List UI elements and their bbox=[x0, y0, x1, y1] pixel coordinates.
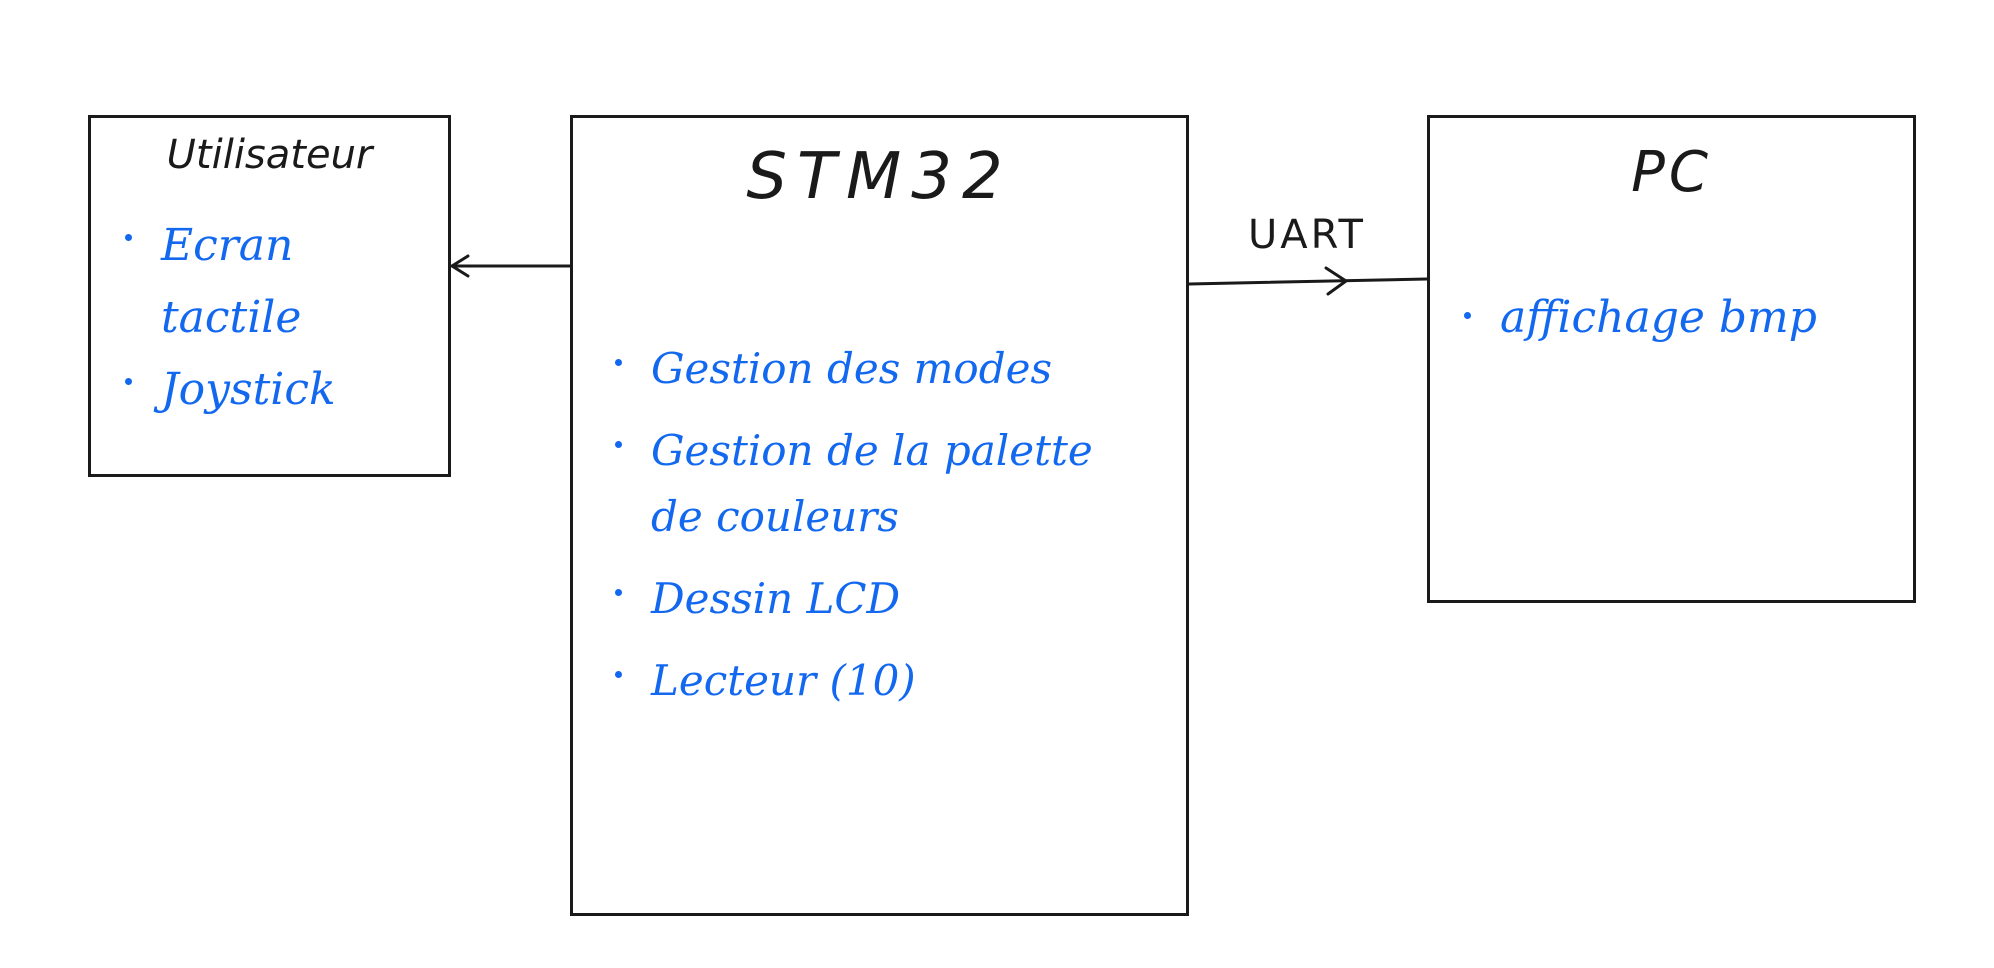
list-item: Gestion de la palette de couleurs bbox=[611, 418, 1151, 550]
list-item: Joystick bbox=[121, 354, 441, 426]
item-text: Gestion de la palette de couleurs bbox=[651, 426, 1093, 541]
arrow-stm32-to-pc-head bbox=[1324, 266, 1348, 296]
arrow-stm32-to-pc-line bbox=[1187, 277, 1429, 286]
list-item: affichage bmp bbox=[1460, 288, 1900, 348]
node-stm32: STM32 Gestion des modes Gestion de la pa… bbox=[570, 115, 1189, 916]
node-stm32-title: STM32 bbox=[746, 140, 1013, 214]
node-pc-items: affichage bmp bbox=[1460, 288, 1900, 348]
bullet-icon bbox=[125, 378, 132, 386]
node-stm32-items: Gestion des modes Gestion de la palette … bbox=[611, 336, 1151, 730]
list-item: Ecran tactile bbox=[121, 210, 441, 354]
node-utilisateur: Utilisateur Ecran tactile Joystick bbox=[88, 115, 451, 477]
list-item: Dessin LCD bbox=[611, 566, 1151, 632]
item-text: Ecran tactile bbox=[161, 220, 302, 343]
item-text: Gestion des modes bbox=[651, 344, 1053, 393]
bullet-icon bbox=[615, 589, 622, 597]
item-text: Lecteur (10) bbox=[651, 656, 916, 705]
edge-label-uart: UART bbox=[1248, 212, 1366, 258]
node-utilisateur-title: Utilisateur bbox=[166, 132, 373, 178]
list-item: Lecteur (10) bbox=[611, 648, 1151, 714]
bullet-icon bbox=[1464, 312, 1471, 320]
bullet-icon bbox=[125, 234, 132, 242]
item-text: Joystick bbox=[161, 364, 336, 415]
arrow-stm32-to-user-head bbox=[450, 254, 470, 278]
node-utilisateur-items: Ecran tactile Joystick bbox=[121, 210, 441, 426]
bullet-icon bbox=[615, 441, 622, 449]
bullet-icon bbox=[615, 671, 622, 679]
node-pc-title: PC bbox=[1631, 140, 1712, 205]
bullet-icon bbox=[615, 359, 622, 367]
item-text: affichage bmp bbox=[1500, 292, 1817, 343]
list-item: Gestion des modes bbox=[611, 336, 1151, 402]
node-pc: PC affichage bmp bbox=[1427, 115, 1916, 603]
item-text: Dessin LCD bbox=[651, 574, 901, 623]
